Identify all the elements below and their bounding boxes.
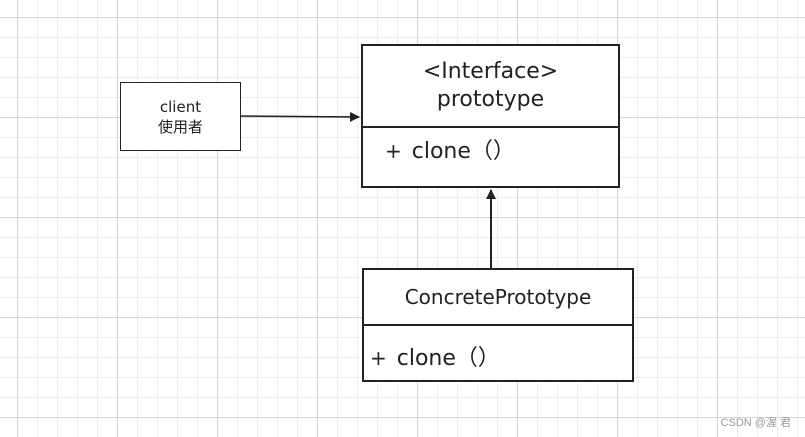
interface-class-header: <Interface> prototype — [363, 46, 618, 128]
concrete-method-visibility: + — [370, 346, 387, 370]
interface-stereotype: <Interface> — [422, 59, 559, 84]
concrete-method-name: clone（） — [396, 346, 500, 371]
interface-name: prototype — [436, 87, 545, 112]
watermark: CSDN @渥 君 — [720, 417, 791, 429]
client-box: client 使用者 — [120, 82, 241, 151]
concrete-class-box: ConcretePrototype + clone（） — [362, 268, 634, 382]
client-name: client — [159, 97, 202, 116]
concrete-class-name: ConcretePrototype — [404, 285, 592, 309]
concrete-method: + clone（） — [370, 344, 500, 373]
client-subtitle: 使用者 — [157, 117, 203, 136]
interface-class-box: <Interface> prototype + clone（） — [361, 44, 620, 188]
interface-method: + clone（） — [385, 137, 515, 166]
interface-method-name: clone（） — [411, 139, 515, 164]
interface-method-visibility: + — [385, 139, 402, 163]
concrete-class-header: ConcretePrototype — [364, 270, 632, 326]
client-to-interface-arrow — [240, 111, 360, 122]
